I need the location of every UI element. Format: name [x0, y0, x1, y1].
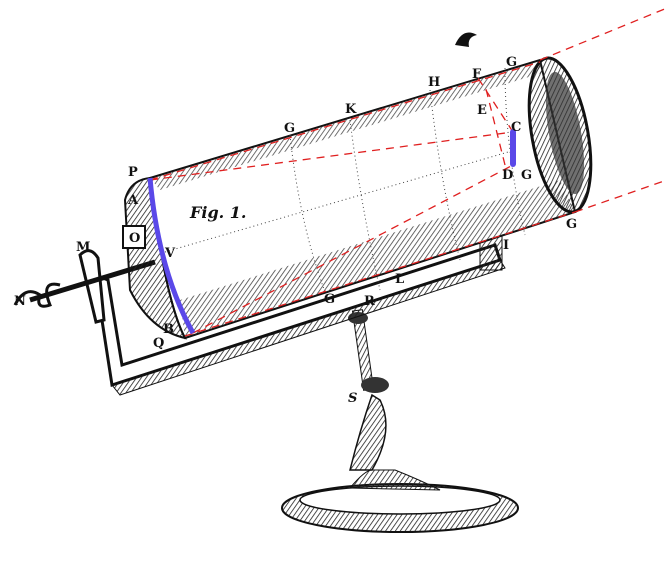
label-g-lower: G — [566, 217, 577, 232]
label-b: B — [163, 322, 174, 337]
label-v: V — [164, 246, 176, 261]
label-g-rim: G — [506, 55, 517, 70]
label-g-inner: G — [521, 168, 532, 183]
label-o: O — [129, 231, 140, 246]
construction-lines — [164, 67, 526, 306]
cradle-frame — [13, 229, 506, 396]
label-p: P — [128, 165, 138, 180]
label-e: E — [477, 103, 487, 118]
label-d: D — [502, 168, 513, 183]
label-q: Q — [153, 336, 164, 351]
label-k: K — [345, 102, 357, 117]
label-g-base: G — [324, 292, 335, 307]
label-g-top: G — [284, 121, 295, 136]
label-r: R — [364, 294, 375, 309]
label-n: N — [14, 294, 26, 309]
telescope-tube — [122, 32, 593, 340]
label-c: C — [511, 120, 521, 135]
label-s: S — [348, 391, 357, 406]
stand — [281, 309, 519, 533]
label-m: M — [76, 240, 90, 255]
light-rays — [149, 7, 667, 337]
ornamental-knob-icon — [13, 282, 61, 308]
figure-caption: Fig. 1. — [189, 203, 246, 222]
primary-mirror — [147, 177, 196, 335]
label-h: H — [428, 75, 440, 90]
label-a: A — [127, 193, 139, 208]
label-l: L — [395, 272, 404, 287]
label-f: F — [472, 67, 482, 82]
eyepiece-icon — [455, 32, 477, 47]
label-i: I — [503, 238, 509, 253]
